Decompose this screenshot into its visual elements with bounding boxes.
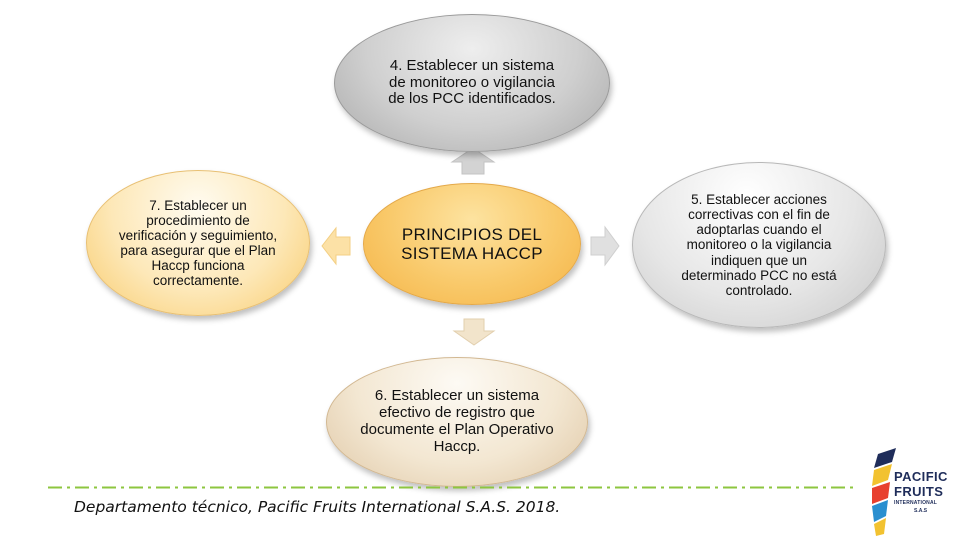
principle-4-node: 4. Establecer un sistema de monitoreo o … <box>334 14 610 152</box>
footer-divider <box>48 486 856 489</box>
logo-line-4: S.A.S <box>914 508 928 514</box>
company-logo: PACIFIC FRUITS INTERNATIONAL S.A.S <box>870 448 956 538</box>
arrow-up-icon <box>450 147 496 175</box>
logo-line-2: FRUITS <box>894 484 944 499</box>
logo-line-3: INTERNATIONAL <box>894 500 938 506</box>
center-node: PRINCIPIOS DEL SISTEMA HACCP <box>363 183 581 305</box>
arrow-down-icon <box>452 318 496 346</box>
footer-caption: Departamento técnico, Pacific Fruits Int… <box>74 498 561 516</box>
principle-6-text: 6. Establecer un sistema efectivo de reg… <box>360 387 554 455</box>
principle-4-text: 4. Establecer un sistema de monitoreo o … <box>388 56 556 108</box>
logo-line-1: PACIFIC <box>894 469 948 484</box>
arrow-right-icon <box>590 225 620 267</box>
arrow-left-icon <box>321 226 351 266</box>
principle-7-node: 7. Establecer un procedimiento de verifi… <box>86 170 310 316</box>
principle-5-node: 5. Establecer acciones correctivas con e… <box>632 162 886 328</box>
logo-mark-icon <box>872 448 896 536</box>
principle-7-text: 7. Establecer un procedimiento de verifi… <box>118 197 278 289</box>
principle-5-text: 5. Establecer acciones correctivas con e… <box>681 192 837 298</box>
center-text: PRINCIPIOS DEL SISTEMA HACCP <box>401 224 543 263</box>
principle-6-node: 6. Establecer un sistema efectivo de reg… <box>326 357 588 487</box>
